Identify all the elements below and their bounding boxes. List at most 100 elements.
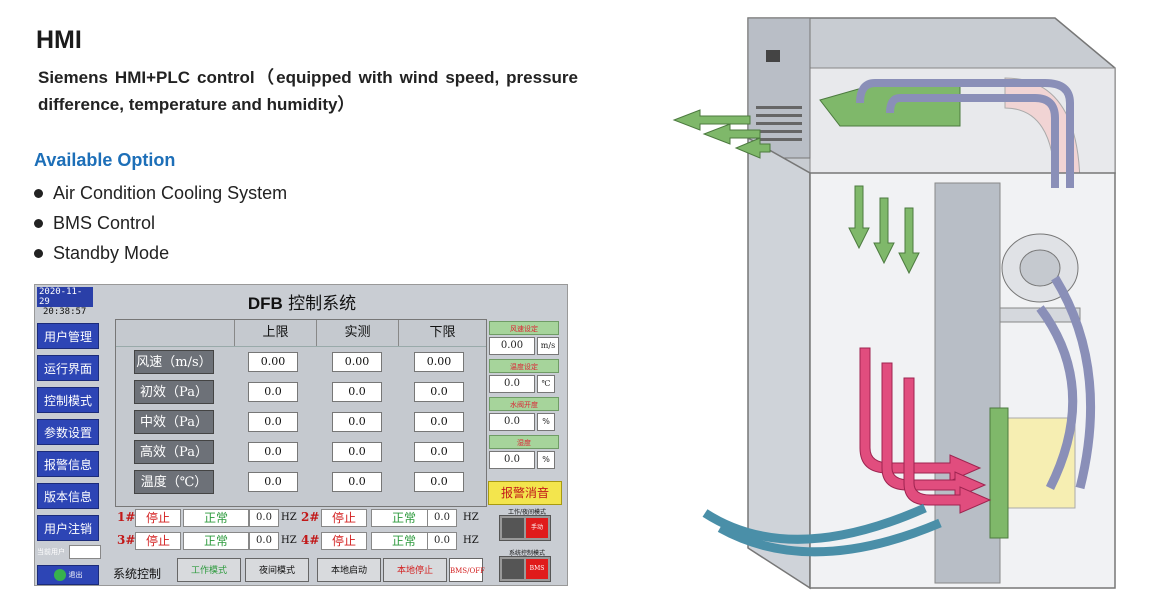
- value-cell: 0.0: [248, 412, 298, 432]
- motor-state: 正常: [371, 532, 437, 550]
- panel-title: DFB 控制系统: [247, 294, 357, 314]
- hmi-panel: 2020-11-29 20:38:57 DFB 控制系统 用户管理 运行界面 控…: [34, 284, 568, 586]
- nav-parameter-settings[interactable]: 参数设置: [37, 419, 99, 445]
- switch-knob: [502, 559, 524, 579]
- value-cell: 0.0: [248, 442, 298, 462]
- section-description: Siemens HMI+PLC control（equipped with wi…: [38, 68, 578, 114]
- motor-status: 停止: [321, 509, 367, 527]
- motor-state: 正常: [371, 509, 437, 527]
- nav-alarm-info[interactable]: 报警信息: [37, 451, 99, 477]
- motor-number: 1#: [117, 510, 136, 524]
- row-label-primary: 初效（Pa）: [134, 380, 214, 404]
- airflow-cabinet-illustration: [672, 17, 1116, 590]
- airflow-pink-arrows: [859, 347, 992, 514]
- temperature-setting-input[interactable]: 0.0: [489, 375, 535, 393]
- bms-off-button[interactable]: BMS/OFF: [449, 558, 485, 582]
- row-label-high: 高效（Pa）: [134, 440, 214, 464]
- motor-status: 停止: [135, 532, 181, 550]
- local-start-button[interactable]: 本地启动: [317, 558, 381, 582]
- motor-number: 2#: [301, 510, 320, 524]
- value-cell: 0.0: [248, 382, 298, 402]
- column-header: 上限: [234, 320, 316, 346]
- value-cell: 0.0: [248, 472, 298, 492]
- datetime-display: 2020-11-29 20:38:57: [37, 287, 93, 317]
- valve-opening-input[interactable]: 0.0: [489, 413, 535, 431]
- work-night-mode-label: 工作/夜间模式: [507, 509, 547, 516]
- switch-state: BMS: [526, 559, 548, 579]
- local-stop-button[interactable]: 本地停止: [383, 558, 447, 582]
- fan-hub: [1019, 249, 1061, 287]
- cabinet-left-side: [747, 136, 811, 590]
- setting-unit: %: [537, 451, 555, 469]
- motor-state: 正常: [183, 532, 249, 550]
- options-list: Air Condition Cooling System BMS Control…: [34, 178, 287, 268]
- motor-state: 正常: [183, 509, 249, 527]
- bullet-icon: [34, 218, 43, 228]
- measurement-table: 上限 实测 下限 风速（m/s） 0.00 0.00 0.00 初效（Pa） 0…: [115, 319, 487, 507]
- value-cell: 0.0: [332, 382, 382, 402]
- nav-control-mode[interactable]: 控制模式: [37, 387, 99, 413]
- switch-knob: [502, 518, 524, 538]
- wind-speed-setting-input[interactable]: 0.00: [489, 337, 535, 355]
- airflow-return-arrows: [702, 275, 1096, 557]
- nav-logout[interactable]: 用户注销: [37, 515, 99, 541]
- motor-unit: HZ: [281, 535, 297, 546]
- bullet-icon: [34, 188, 43, 198]
- system-control-mode-label: 系统控制模式: [508, 550, 545, 557]
- bullet-icon: [34, 248, 43, 258]
- airflow-top-arrows: [856, 79, 1074, 188]
- system-control-mode-switch[interactable]: BMS: [499, 556, 551, 582]
- option-item: Standby Mode: [34, 238, 287, 268]
- value-cell: 0.0: [414, 472, 464, 492]
- setting-label: 温度设定: [489, 359, 559, 373]
- motor-number: 4#: [301, 533, 320, 547]
- system-control-label: 系统控制: [113, 567, 162, 581]
- exit-button[interactable]: 退出: [37, 565, 99, 585]
- setting-label: 湿度: [489, 435, 559, 449]
- motor-frequency: 0.0: [427, 509, 457, 527]
- column-header: 下限: [398, 320, 486, 346]
- option-item: Air Condition Cooling System: [34, 178, 287, 208]
- setting-unit: ℃: [537, 375, 555, 393]
- value-cell: 0.0: [414, 442, 464, 462]
- current-user-field[interactable]: [69, 545, 101, 559]
- nav-run-screen[interactable]: 运行界面: [37, 355, 99, 381]
- value-cell: 0.0: [414, 412, 464, 432]
- alarm-mute-button[interactable]: 报警消音: [488, 481, 562, 505]
- motor-frequency: 0.0: [249, 509, 279, 527]
- nav-user-management[interactable]: 用户管理: [37, 323, 99, 349]
- work-night-mode-switch[interactable]: 手动: [499, 515, 551, 541]
- motor-status: 停止: [135, 509, 181, 527]
- power-icon: [53, 569, 66, 581]
- vent-grille: [756, 106, 802, 141]
- filter-side-green: [989, 407, 1009, 539]
- option-item: BMS Control: [34, 208, 287, 238]
- motor-unit: HZ: [463, 512, 479, 523]
- row-label-medium: 中效（Pa）: [134, 410, 214, 434]
- motor-number: 3#: [117, 533, 136, 547]
- row-label-temperature: 温度（℃）: [134, 470, 214, 494]
- work-mode-button[interactable]: 工作模式: [177, 558, 241, 582]
- setting-label: 风速设定: [489, 321, 559, 335]
- control-column: [934, 182, 1001, 584]
- night-mode-button[interactable]: 夜间模式: [245, 558, 309, 582]
- value-cell: 0.0: [332, 412, 382, 432]
- time-text: 20:38:57: [43, 307, 87, 317]
- motor-unit: HZ: [463, 535, 479, 546]
- value-cell: 0.0: [414, 382, 464, 402]
- section-title: HMI: [36, 26, 82, 54]
- column-header: 实测: [316, 320, 398, 346]
- value-cell: 0.0: [332, 442, 382, 462]
- options-title: Available Option: [34, 150, 176, 170]
- value-cell: 0.00: [414, 352, 464, 372]
- cable-gland-icon: [766, 50, 780, 62]
- motor-status: 停止: [321, 532, 367, 550]
- switch-state: 手动: [526, 518, 548, 538]
- nav-version-info[interactable]: 版本信息: [37, 483, 99, 509]
- setting-unit: m/s: [537, 337, 559, 355]
- airflow-out-arrows: [672, 109, 920, 275]
- divider: [116, 346, 486, 347]
- humidity-setting-input[interactable]: 0.0: [489, 451, 535, 469]
- value-cell: 0.0: [332, 472, 382, 492]
- value-cell: 0.00: [332, 352, 382, 372]
